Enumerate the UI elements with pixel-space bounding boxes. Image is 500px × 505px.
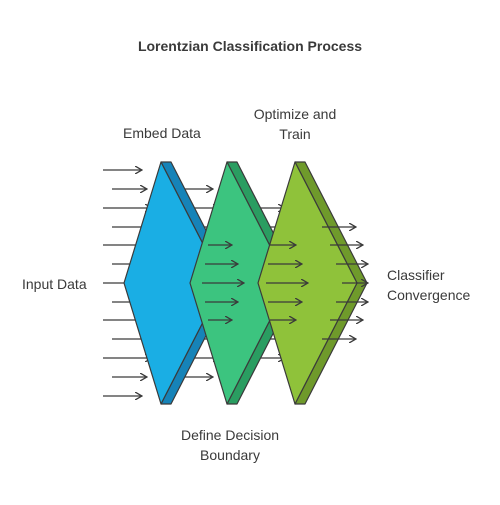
overlay-arrows-stage3 xyxy=(266,245,308,320)
label-define-boundary: Define Decision Boundary xyxy=(160,425,300,465)
label-optimize-line2: Train xyxy=(279,126,311,142)
label-optimize-line1: Optimize and xyxy=(253,106,337,122)
label-classifier-convergence: Classifier Convergence xyxy=(387,265,470,305)
label-boundary-line1: Define Decision xyxy=(180,427,280,443)
label-output-line2: Convergence xyxy=(387,287,471,303)
diagram-title: Lorentzian Classification Process xyxy=(137,38,363,54)
overlay-arrows-stage2 xyxy=(202,245,244,320)
output-arrows xyxy=(322,227,368,339)
label-optimize-train: Optimize and Train xyxy=(230,104,360,144)
label-input-data: Input Data xyxy=(22,276,87,292)
label-boundary-line2: Boundary xyxy=(200,447,260,463)
label-embed-data: Embed Data xyxy=(123,125,201,141)
label-output-line1: Classifier xyxy=(387,267,445,283)
